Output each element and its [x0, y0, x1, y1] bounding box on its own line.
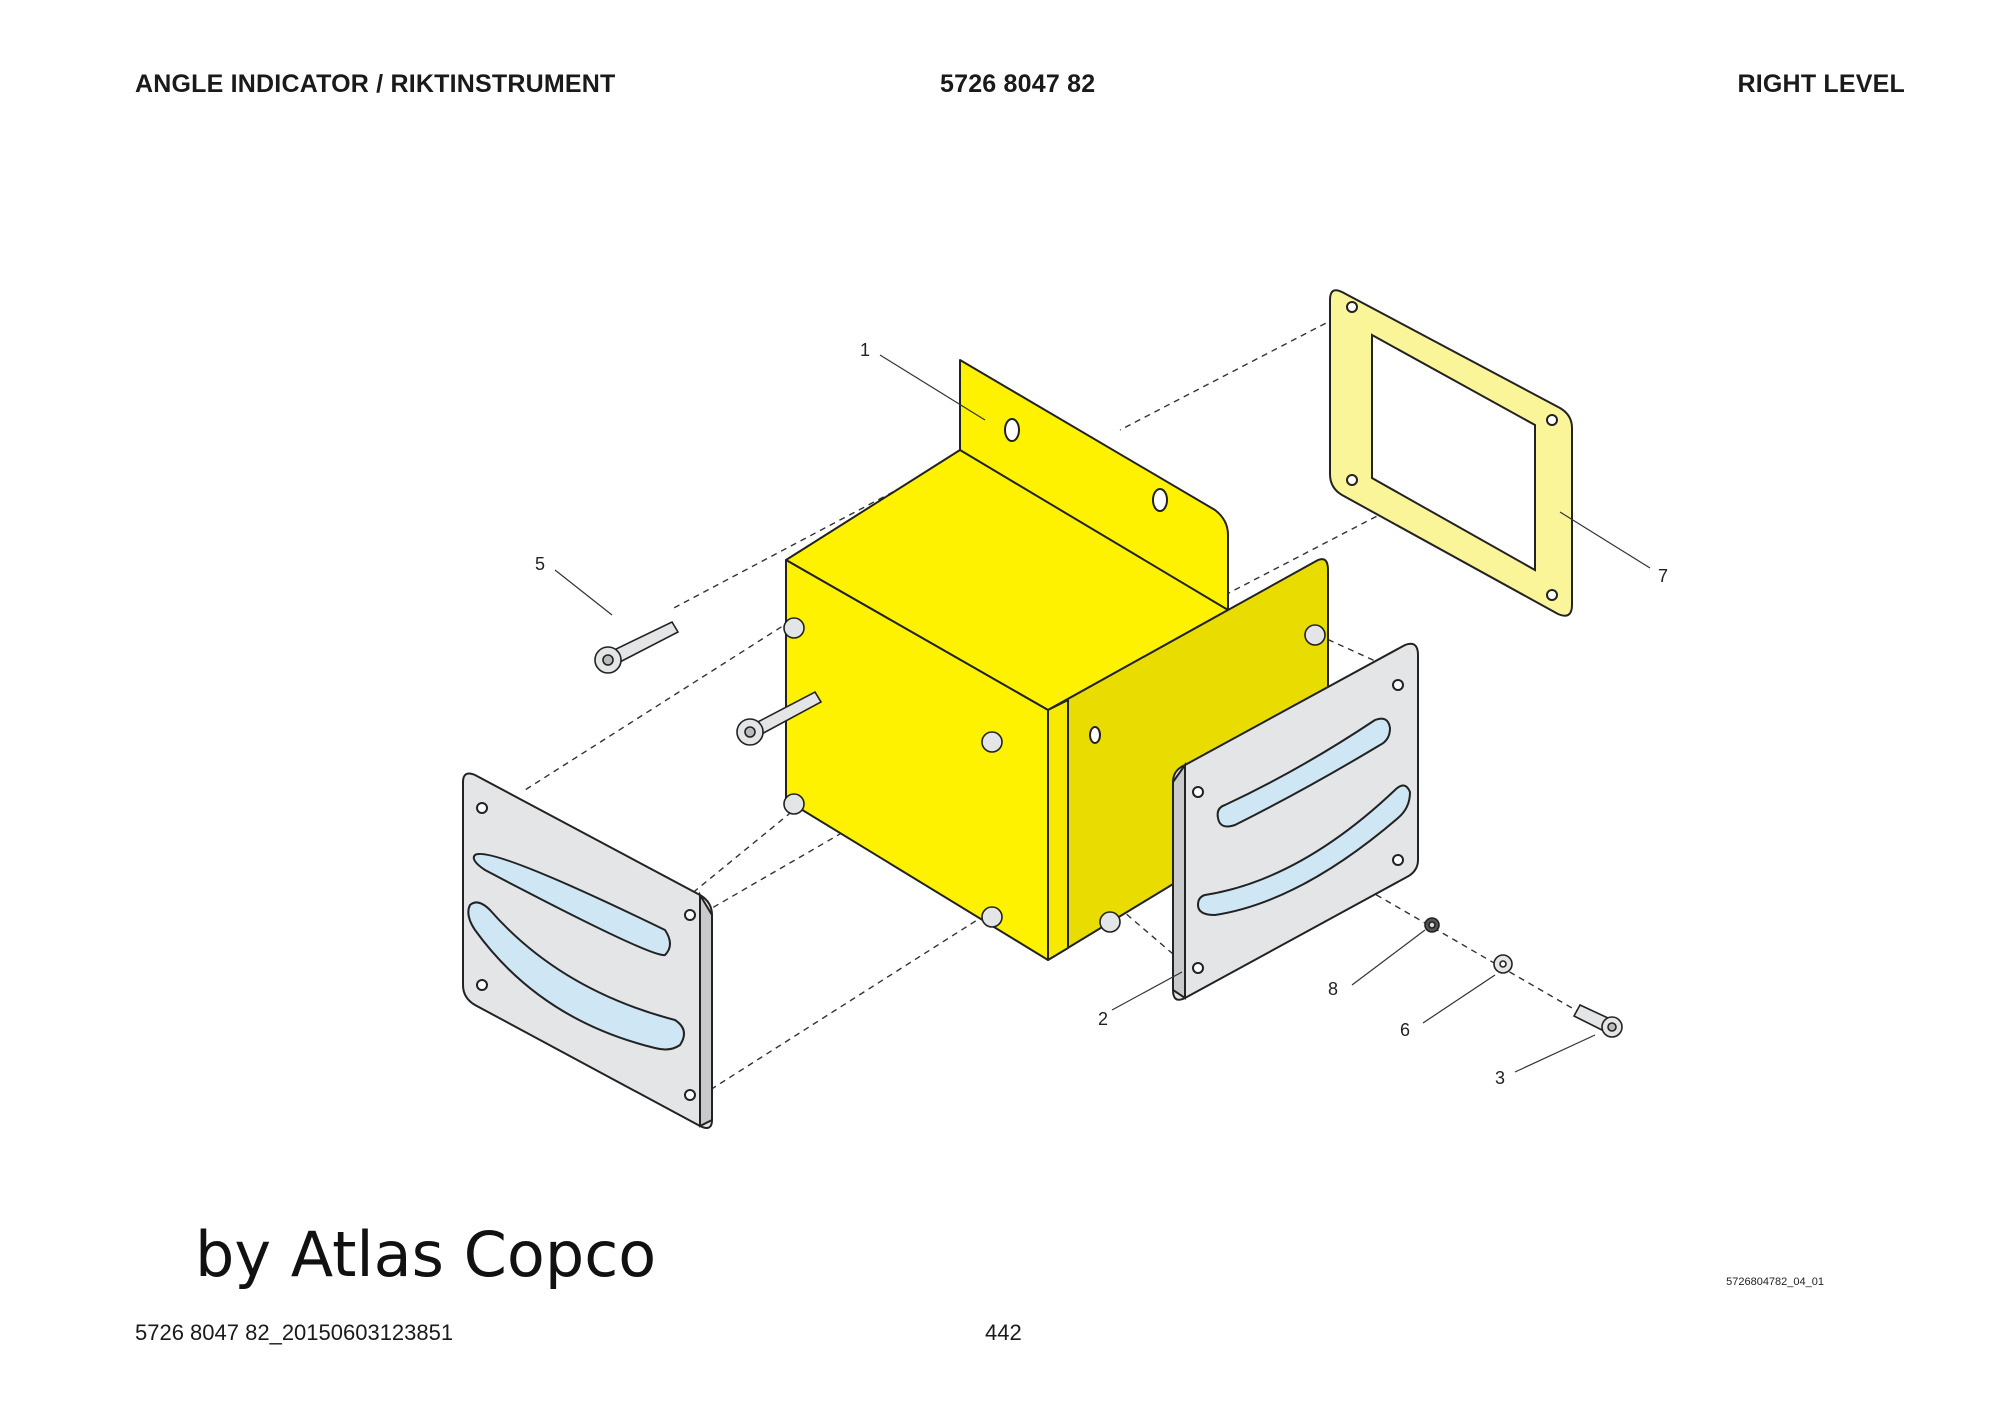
- callout-2: 2: [1098, 1009, 1108, 1029]
- document-id: 5726 8047 82_20150603123851: [135, 1320, 454, 1345]
- callout-7: 7: [1658, 566, 1668, 586]
- leader-lines: [554, 354, 1651, 1073]
- screw-set: [594, 617, 1623, 1038]
- callout-labels: 1 2 3 5 6 7 8: [535, 340, 1668, 1088]
- callout-6: 6: [1400, 1020, 1410, 1040]
- gasket-frame: [1329, 289, 1573, 617]
- page-number: 442: [985, 1320, 1022, 1345]
- part-number: 5726 8047 82: [940, 70, 1096, 98]
- level-plate-right: [1172, 642, 1419, 1001]
- callout-8: 8: [1328, 979, 1338, 999]
- callout-1: 1: [860, 340, 870, 360]
- callout-3: 3: [1495, 1068, 1505, 1088]
- document-title: ANGLE INDICATOR / RIKTINSTRUMENT: [135, 70, 616, 98]
- variant-label: RIGHT LEVEL: [1737, 70, 1905, 98]
- yellow-housing: [785, 359, 1329, 961]
- drawing-number: 5726804782_04_01: [1726, 1276, 1824, 1288]
- brand-signature: by Atlas Copco: [195, 1218, 657, 1291]
- level-plate-left: [462, 772, 713, 1129]
- callout-5: 5: [535, 554, 545, 574]
